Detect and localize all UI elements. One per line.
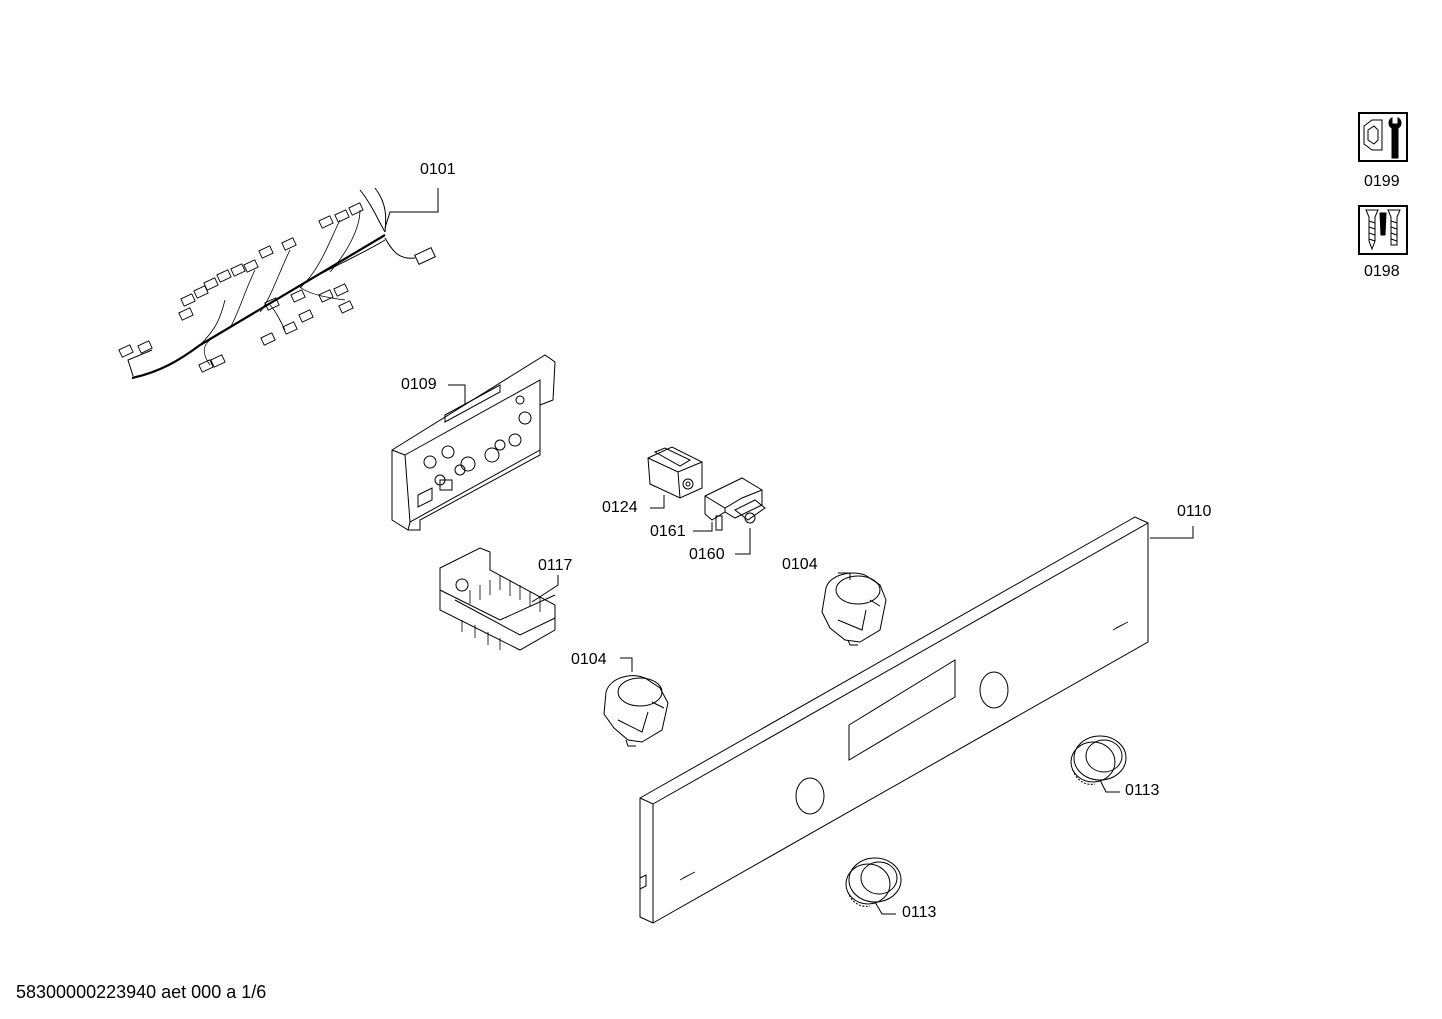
leader-0101 [385,188,438,228]
control-module-drawing [392,355,555,530]
leader-0113-bottom [875,902,896,914]
leader-0104-lower [620,658,632,672]
label-0104-lower: 0104 [571,651,607,668]
label-0110: 0110 [1177,503,1212,520]
leader-0124 [650,495,664,508]
knob-holder-drawing-upper [822,573,886,645]
label-0117: 0117 [538,557,573,574]
label-0161: 0161 [650,523,686,540]
label-0109: 0109 [401,376,437,393]
leader-0117 [532,575,558,602]
label-0160: 0160 [689,546,725,563]
leader-0104-upper [838,573,850,580]
control-knob-drawing-bottom [846,858,901,906]
leader-0110 [1150,526,1193,538]
label-0124: 0124 [602,499,638,516]
label-0113-bottom: 0113 [902,904,937,921]
rotary-switch-drawing [648,447,702,498]
label-0199: 0199 [1364,173,1400,190]
label-0198: 0198 [1364,263,1400,280]
leader-0109 [448,385,465,404]
screws-icon [1358,205,1408,255]
control-knob-drawing-right [1071,736,1126,784]
tools-icon [1358,112,1408,162]
label-0113-right: 0113 [1125,782,1160,799]
label-0101: 0101 [420,161,456,178]
document-footer: 58300000223940 aet 000 a 1/6 [16,982,267,1002]
leader-0161 [693,522,712,531]
label-0104-upper: 0104 [782,556,818,573]
wiring-harness-drawing [119,188,435,378]
leader-0160 [735,528,750,554]
control-panel-drawing [640,517,1148,923]
leader-0113-right [1100,780,1120,792]
switch-bracket-drawing [705,478,765,530]
selector-switch-drawing [440,548,555,650]
knob-holder-drawing-lower [604,676,668,746]
